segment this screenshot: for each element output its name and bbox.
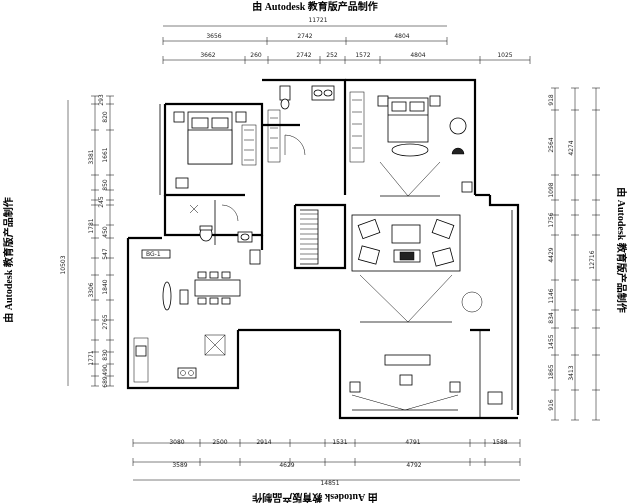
dim-left-5: 245 — [98, 196, 105, 208]
dim-top-row2-b: 260 — [250, 52, 262, 59]
dim-left-12: 1771 — [88, 350, 95, 365]
dim-top-row2-e: 1572 — [355, 52, 370, 59]
dim-bottom-row1-b: 2500 — [212, 439, 227, 446]
watermark-left: 由 Autodesk 教育版产品制作 — [2, 197, 15, 323]
left-dimensions: 10503 293 820 3381 1661 850 245 1781 547… — [60, 94, 114, 388]
bedroom-right — [377, 95, 473, 197]
living-room — [351, 214, 483, 323]
dim-right-3: 1756 — [548, 212, 555, 227]
dim-left-14: 490 — [102, 364, 109, 376]
dim-left-2: 3381 — [88, 149, 95, 164]
dim-top-row2-d: 252 — [326, 52, 338, 59]
dim-left-1: 820 — [102, 111, 109, 123]
bedroom-left — [173, 111, 257, 189]
dim-bottom-row1-a: 3080 — [169, 439, 184, 446]
dim-left-8: 450 — [102, 226, 109, 238]
dim-bottom-total: 14851 — [320, 480, 339, 487]
dim-top-row2-f: 4804 — [410, 52, 425, 59]
dim-bottom-row2-b: 4629 — [279, 462, 294, 469]
dim-left-10: 1840 — [102, 279, 109, 294]
dim-left-15: 689 — [102, 376, 109, 388]
fridge-tag: BG-1 — [146, 251, 161, 258]
watermark-right: 由 Autodesk 教育版产品制作 — [615, 187, 628, 313]
dim-top-row1-b: 2742 — [297, 33, 312, 40]
dim-bottom-row1-d: 1531 — [332, 439, 347, 446]
dim-top-row2-g: 1025 — [497, 52, 512, 59]
bottom-dimensions: 3080 2500 2914 1531 4791 1588 3589 4629 … — [132, 439, 521, 487]
office — [349, 354, 503, 411]
dim-left-11: 2765 — [102, 314, 109, 329]
watermark-top: 由 Autodesk 教育版产品制作 — [252, 0, 378, 13]
dim-bottom-row1-f: 1588 — [492, 439, 507, 446]
dim-top-total: 11721 — [308, 17, 327, 24]
dim-right-7: 1455 — [548, 334, 555, 349]
dim-left-3: 1661 — [102, 147, 109, 162]
dim-top-row2-c: 2742 — [296, 52, 311, 59]
dim-left-13: 830 — [102, 349, 109, 361]
watermark-bottom: 由 Autodesk 教育版产品制作 — [252, 491, 378, 504]
dim-top-row1-c: 4804 — [394, 33, 409, 40]
dim-right-1: 2564 — [548, 137, 555, 152]
dim-right-b-1: 12716 — [589, 250, 596, 269]
dim-bottom-row1-c: 2914 — [256, 439, 271, 446]
dim-left-4: 850 — [102, 179, 109, 191]
dining-kitchen: BG-1 — [133, 249, 261, 383]
dim-bottom-row1-e: 4791 — [405, 439, 420, 446]
dim-left-total: 10503 — [60, 255, 67, 274]
dim-left-9: 3306 — [88, 282, 95, 297]
dim-left-6: 1781 — [88, 218, 95, 233]
bathroom-top — [267, 85, 365, 163]
dim-left-7: 547 — [102, 248, 109, 260]
stairs — [300, 209, 319, 265]
right-dimensions: 918 2564 1098 1756 4429 1146 834 1455 18… — [548, 87, 600, 421]
dim-bottom-row2-c: 4792 — [406, 462, 421, 469]
dim-right-6: 834 — [548, 312, 555, 324]
dim-right-9: 916 — [548, 399, 555, 411]
bathroom-middle — [189, 204, 253, 243]
dim-top-row2-a: 3662 — [200, 52, 215, 59]
top-dimensions: 11721 3656 2742 4804 3662 260 2742 252 1… — [162, 17, 531, 64]
dim-right-0: 918 — [548, 94, 555, 106]
dim-bottom-row2-a: 3589 — [172, 462, 187, 469]
dim-left-0: 293 — [98, 94, 105, 106]
dim-right-2: 1098 — [548, 182, 555, 197]
dim-right-8: 1865 — [548, 364, 555, 379]
walls — [126, 78, 520, 420]
dim-right-b-0: 4274 — [568, 140, 575, 155]
dim-right-b-2: 3413 — [568, 365, 575, 380]
dim-top-row1-a: 3656 — [206, 33, 221, 40]
dim-right-5: 1146 — [548, 288, 555, 303]
dim-right-4: 4429 — [548, 247, 555, 262]
